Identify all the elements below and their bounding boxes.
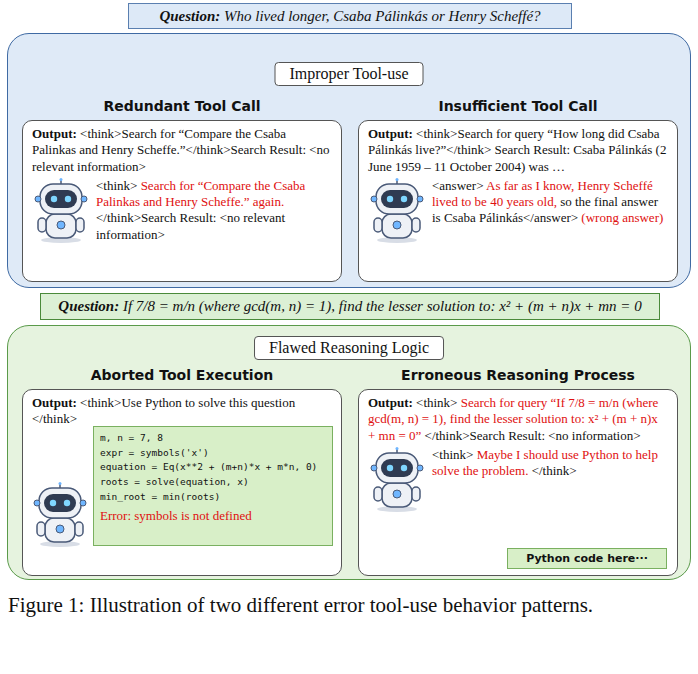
node-text: m, n = 7, 8: [100, 431, 326, 446]
node-text: min_root = min(roots): [100, 490, 326, 505]
node-text: Redundant Tool Call: [23, 98, 341, 116]
paragraph: Question: If 7/8 = m/n (where gcd(m, n) …: [41, 294, 659, 319]
robot-illustration: [31, 482, 89, 548]
text-box: Improper Tool-useRedundant Tool CallOutp…: [7, 33, 691, 288]
node-text: Flawed Reasoning Logic: [254, 336, 444, 360]
node-text: If 7/8 = m/n (where gcd(m, n) = 1), find…: [123, 298, 642, 314]
node-text: Error: symbols is not defined: [100, 508, 326, 524]
text-box: Erroneous Reasoning ProcessOutput: <thin…: [358, 389, 678, 576]
node-text: Insufficient Tool Call: [359, 98, 677, 116]
node-text: Aborted Tool Execution: [23, 367, 341, 385]
paragraph: Output: <think>Search for “Compare the C…: [32, 126, 332, 175]
node-text: </think>: [532, 463, 577, 478]
node-text: </think>Search Result: <no relevant info…: [96, 210, 285, 241]
paragraph: Output: <think>Use Python to solve this …: [32, 395, 332, 428]
text-box: m, n = 7, 8expr = symbols('x')equation =…: [93, 426, 333, 546]
node-text: Improper Tool-use: [275, 62, 424, 86]
robot-row: <answer> As far as I know, Henry Scheffé…: [368, 178, 668, 244]
node-text: equation = Eq(x**2 + (m+n)*x + m*n, 0): [100, 460, 326, 475]
paragraph: Output: <think>Search for query “How lon…: [368, 126, 668, 175]
text-box: Flawed Reasoning LogicAborted Tool Execu…: [7, 325, 691, 580]
robot-illustration: [368, 447, 426, 513]
text-box: Redundant Tool CallOutput: <think>Search…: [22, 120, 342, 282]
paragraph: Question: Who lived longer, Csaba Pálink…: [129, 4, 571, 28]
node-text: Output:: [368, 126, 413, 141]
node-text: Question:: [159, 8, 220, 24]
robot-row: <think> Maybe I should use Python to hel…: [368, 447, 668, 513]
node-text: expr = symbols('x'): [100, 446, 326, 461]
text-box: Aborted Tool ExecutionOutput: <think>Use…: [22, 389, 342, 576]
node-text: <think>: [432, 447, 473, 462]
node-text: <think>: [416, 395, 457, 410]
node-text: Output:: [32, 395, 77, 410]
paragraph: Output: <think> Search for query “If 7/8…: [368, 395, 668, 444]
text-box: Question: Who lived longer, Csaba Pálink…: [128, 3, 572, 29]
node-text: Erroneous Reasoning Process: [359, 367, 677, 385]
node-text: Output:: [32, 126, 77, 141]
text-box: Insufficient Tool CallOutput: <think>Sea…: [358, 120, 678, 282]
node-text: roots = solve(equation, x): [100, 475, 326, 490]
node-text: <answer>: [432, 178, 483, 193]
node-text: Output:: [368, 395, 413, 410]
node-text: Question:: [58, 298, 119, 314]
robot-illustration: [32, 178, 90, 244]
robot-row: <think> Search for “Compare the Csaba Pa…: [32, 178, 332, 244]
figure-caption: Figure 1: Illustration of two different …: [8, 590, 690, 622]
paragraph: Python code here···: [508, 549, 666, 568]
paragraph: <answer> As far as I know, Henry Scheffé…: [432, 178, 668, 227]
paragraph: <think> Maybe I should use Python to hel…: [432, 447, 668, 480]
node-text: <think>: [96, 178, 137, 193]
node-text: Python code here···: [526, 552, 648, 565]
node-text: </think>Search Result: <no information>: [425, 428, 641, 443]
node-text: Who lived longer, Csaba Pálinkás or Henr…: [224, 8, 541, 24]
robot-illustration: [368, 178, 426, 244]
text-box: Question: If 7/8 = m/n (where gcd(m, n) …: [40, 293, 660, 320]
paragraph: <think> Search for “Compare the Csaba Pa…: [96, 178, 332, 243]
text-box: Python code here···: [507, 548, 667, 569]
node-text: (wrong answer): [581, 210, 663, 225]
